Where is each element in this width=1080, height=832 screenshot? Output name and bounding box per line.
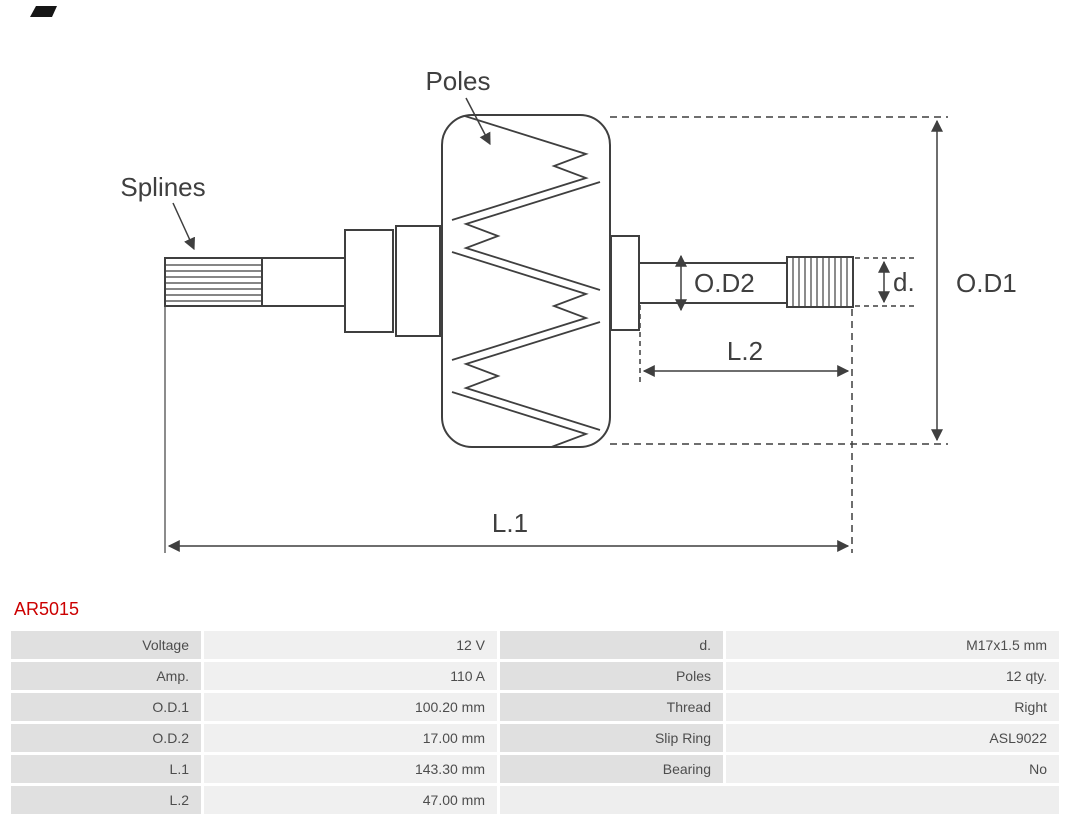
threaded-end (786, 256, 854, 308)
spec-value: 47.00 mm (204, 786, 497, 814)
spec-label: Thread (500, 693, 723, 721)
l1-label: L.1 (492, 508, 528, 538)
splines-label: Splines (120, 172, 205, 202)
spec-label: Voltage (11, 631, 201, 659)
brand-logo-shape (30, 6, 57, 17)
table-row: L.2 47.00 mm (11, 786, 1059, 814)
l2-label: L.2 (727, 336, 763, 366)
spec-label: L.2 (11, 786, 201, 814)
dimension-lines (164, 97, 948, 553)
spec-value: 17.00 mm (204, 724, 497, 752)
shaft-collar-1 (344, 229, 394, 333)
spec-label: Poles (500, 662, 723, 690)
d-label: d. (893, 267, 915, 297)
splined-shaft (164, 257, 346, 307)
spec-value: 12 V (204, 631, 497, 659)
spec-label: d. (500, 631, 723, 659)
claw-poles (451, 115, 601, 447)
spec-label: O.D.1 (11, 693, 201, 721)
spec-label: L.1 (11, 755, 201, 783)
spec-label: Slip Ring (500, 724, 723, 752)
spec-label: Bearing (500, 755, 723, 783)
spec-label: O.D.2 (11, 724, 201, 752)
spline-teeth (166, 264, 261, 302)
part-number: AR5015 (14, 599, 80, 619)
spec-empty-cell (500, 786, 1059, 814)
table-row: L.1 143.30 mm Bearing No (11, 755, 1059, 783)
od2-label: O.D2 (694, 268, 755, 298)
spec-value: No (726, 755, 1059, 783)
spec-value: 12 qty. (726, 662, 1059, 690)
shaft-collar-2 (395, 225, 441, 337)
spec-value: 143.30 mm (204, 755, 497, 783)
shaft-step-right (610, 235, 640, 331)
spec-value: 100.20 mm (204, 693, 497, 721)
spec-value: 110 A (204, 662, 497, 690)
od1-label: O.D1 (956, 268, 1017, 298)
poles-leader-arrow (465, 97, 491, 146)
spec-value: ASL9022 (726, 724, 1059, 752)
spec-value: Right (726, 693, 1059, 721)
rotor-diagram: Poles Splines O.D2 d. O.D1 L.2 L.1 (120, 66, 1017, 553)
table-row: Amp. 110 A Poles 12 qty. (11, 662, 1059, 690)
splines-leader-arrow (172, 202, 195, 251)
table-row: O.D.1 100.20 mm Thread Right (11, 693, 1059, 721)
table-row: O.D.2 17.00 mm Slip Ring ASL9022 (11, 724, 1059, 752)
spec-table: Voltage 12 V d. M17x1.5 mm Amp. 110 A Po… (8, 628, 1062, 817)
table-row: Voltage 12 V d. M17x1.5 mm (11, 631, 1059, 659)
spec-value: M17x1.5 mm (726, 631, 1059, 659)
spec-label: Amp. (11, 662, 201, 690)
brand-logo (30, 6, 57, 17)
poles-label: Poles (425, 66, 490, 96)
